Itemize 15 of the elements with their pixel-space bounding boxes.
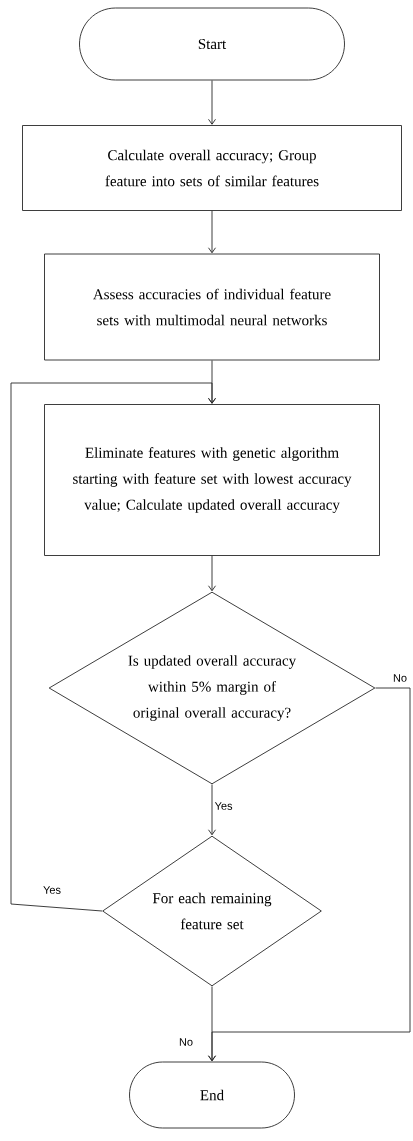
- process-box: Eliminate features with genetic algorithm starting with feature set with lowest accuracy value; Calculate updated overall accuracy: [44, 404, 380, 556]
- arrow: [208, 784, 216, 836]
- terminal-capsule: End: [129, 1061, 295, 1129]
- process-box: Calculate overall accuracy; Group feature into sets of similar features: [22, 125, 402, 211]
- process-box: Assess accuracies of individual feature sets with multimodal neural networks: [44, 253, 380, 361]
- arrow: [208, 210, 216, 254]
- arrow: [10, 382, 216, 912]
- arrow: [208, 80, 216, 125]
- edge-label: No: [391, 673, 409, 683]
- arrow: [208, 555, 216, 592]
- edge-label: Yes: [213, 801, 234, 811]
- arrow: [208, 986, 216, 1062]
- terminal-capsule: Start: [79, 7, 345, 81]
- edge-label: Yes: [42, 885, 62, 895]
- edge-label: No: [177, 1037, 195, 1047]
